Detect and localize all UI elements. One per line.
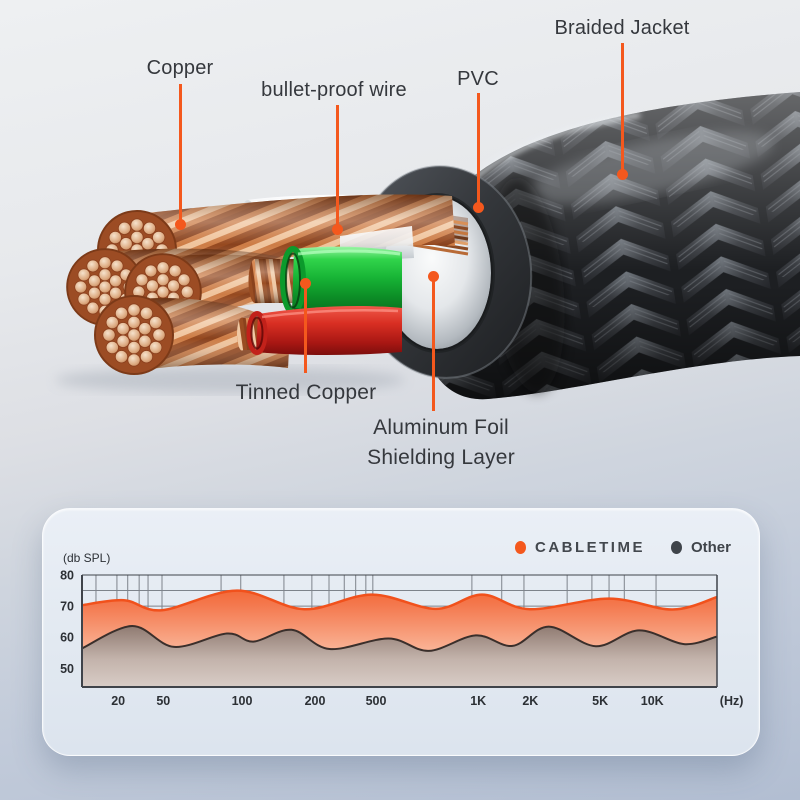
callout-copper-line [178, 84, 182, 224]
svg-text:(Hz): (Hz) [720, 694, 744, 708]
frequency-response-panel: 80 70 60 50 20 50 100 200 500 1K 2K 5K 10K (Hz) (db SP… [42, 508, 760, 756]
svg-text:200: 200 [305, 694, 326, 708]
svg-text:500: 500 [366, 694, 387, 708]
callout-aluminum-label: Aluminum Foil Shielding Layer [367, 413, 515, 473]
svg-text:70: 70 [60, 600, 74, 614]
svg-text:100: 100 [232, 694, 253, 708]
callout-tinned-copper-label: Tinned Copper [235, 381, 377, 404]
svg-text:2K: 2K [522, 694, 538, 708]
cabletime-legend-label: CABLETIME [534, 539, 645, 556]
callout-aluminum-line [431, 280, 435, 411]
callout-aluminum-line1: Aluminum Foil [373, 416, 509, 439]
svg-text:60: 60 [60, 631, 74, 645]
legend-item-other: Other [670, 539, 731, 556]
callout-bullet-proof-line [335, 105, 339, 229]
svg-text:5K: 5K [592, 694, 608, 708]
callout-tinned-copper-dot [299, 277, 311, 289]
chart-legend: CABLETIME Other [514, 539, 731, 556]
svg-text:1K: 1K [470, 694, 486, 708]
legend-item-cabletime: CABLETIME [514, 539, 645, 556]
svg-text:20: 20 [111, 694, 125, 708]
callout-bullet-proof-dot [331, 223, 343, 235]
callout-tinned-copper-line [303, 287, 307, 373]
svg-text:10K: 10K [641, 694, 664, 708]
callout-bullet-proof-label: bullet-proof wire [261, 79, 407, 101]
red-wire [237, 306, 402, 355]
callout-copper-label: Copper [146, 57, 214, 79]
callout-aluminum-dot [427, 270, 439, 282]
other-legend-label: Other [690, 539, 731, 556]
svg-text:50: 50 [60, 662, 74, 676]
callout-aluminum-line2: Shielding Layer [367, 445, 515, 469]
svg-text:50: 50 [156, 694, 170, 708]
callout-pvc-label: PVC [457, 68, 499, 90]
svg-text:(db SPL): (db SPL) [63, 551, 110, 565]
callout-braided-jacket-label: Braided Jacket [554, 17, 690, 39]
green-wire [248, 246, 402, 317]
callout-pvc-line [476, 93, 480, 206]
callout-copper-dot [174, 218, 186, 230]
cabletime-legend-dot-icon [514, 541, 526, 554]
svg-text:80: 80 [60, 569, 74, 583]
callout-pvc-dot [472, 201, 484, 213]
callout-braided-jacket-dot [616, 168, 628, 180]
tinned-copper-tip [248, 259, 298, 303]
callout-braided-jacket-line [620, 43, 624, 173]
frequency-response-chart: 80 70 60 50 20 50 100 200 500 1K 2K 5K 10K (Hz) (db SP… [60, 551, 744, 708]
other-legend-dot-icon [670, 541, 682, 554]
